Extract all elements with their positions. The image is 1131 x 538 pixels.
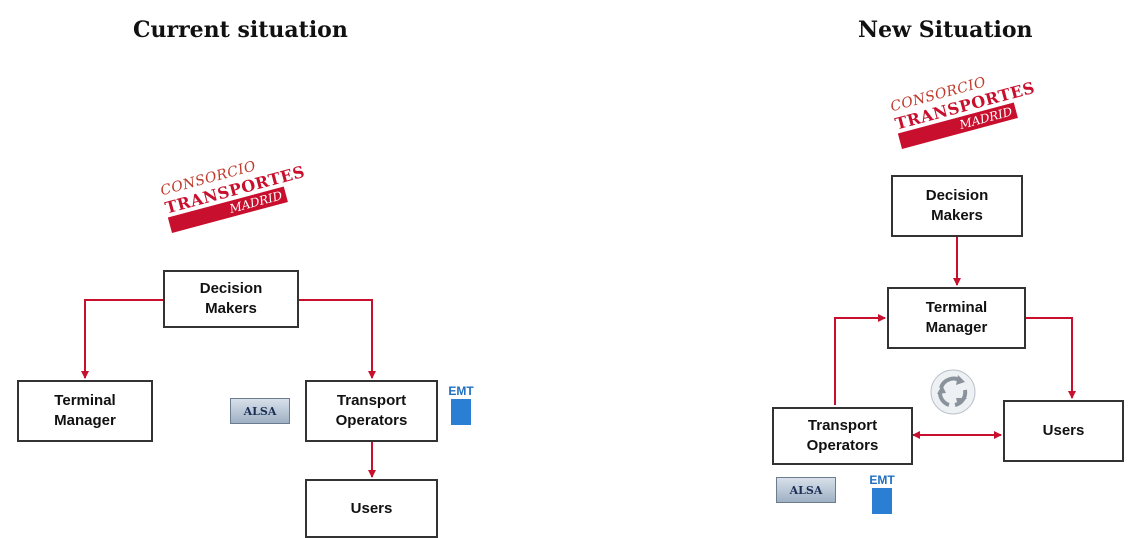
recycle-cycle-icon (930, 369, 976, 415)
arrow-new-terminal-to-users (1026, 317, 1076, 399)
arrow-decision-to-terminal (81, 299, 163, 379)
current-decision-makers-box: Decision Makers (163, 270, 299, 328)
new-situation-title: New Situation (858, 17, 1033, 43)
arrow-new-operators-to-terminal (834, 314, 886, 405)
emt-emblem-icon (451, 399, 471, 425)
emt-logo: EMT (446, 384, 476, 428)
current-terminal-manager-box: Terminal Manager (17, 380, 153, 442)
emt-logo-new: EMT (867, 473, 897, 517)
current-situation-title: Current situation (133, 17, 348, 43)
arrow-decision-to-operators (299, 299, 376, 379)
new-transport-operators-box: Transport Operators (772, 407, 913, 465)
current-transport-operators-box: Transport Operators (305, 380, 438, 442)
emt-emblem-icon-new (872, 488, 892, 514)
alsa-logo: ALSA (230, 398, 290, 424)
new-decision-makers-box: Decision Makers (891, 175, 1023, 237)
alsa-logo-new: ALSA (776, 477, 836, 503)
current-users-box: Users (305, 479, 438, 538)
new-terminal-manager-box: Terminal Manager (887, 287, 1026, 349)
new-users-box: Users (1003, 400, 1124, 462)
